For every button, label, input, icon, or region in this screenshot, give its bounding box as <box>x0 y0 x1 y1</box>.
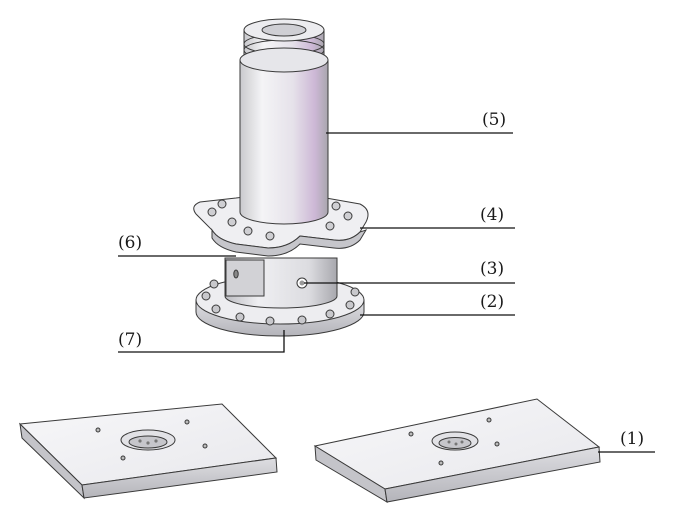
callout-label-4: (4) <box>480 205 504 225</box>
callout-2: (2) <box>360 292 515 316</box>
callout-label-3: (3) <box>480 259 504 279</box>
base-plate-right <box>313 398 601 503</box>
callout-5: (5) <box>326 110 513 134</box>
callout-label-1: (1) <box>620 429 644 449</box>
callout-label-7: (7) <box>118 330 142 350</box>
hub-block <box>224 257 338 309</box>
base-plate-left <box>18 403 278 500</box>
callout-label-6: (6) <box>118 233 142 253</box>
cylinder-column <box>239 18 329 225</box>
callout-6: (6) <box>118 233 236 257</box>
callout-label-5: (5) <box>482 110 506 130</box>
callout-3: (3) <box>304 259 515 284</box>
callout-7: (7) <box>118 330 285 353</box>
callout-1: (1) <box>598 429 655 453</box>
callout-4: (4) <box>360 205 515 229</box>
callout-label-2: (2) <box>480 292 504 312</box>
